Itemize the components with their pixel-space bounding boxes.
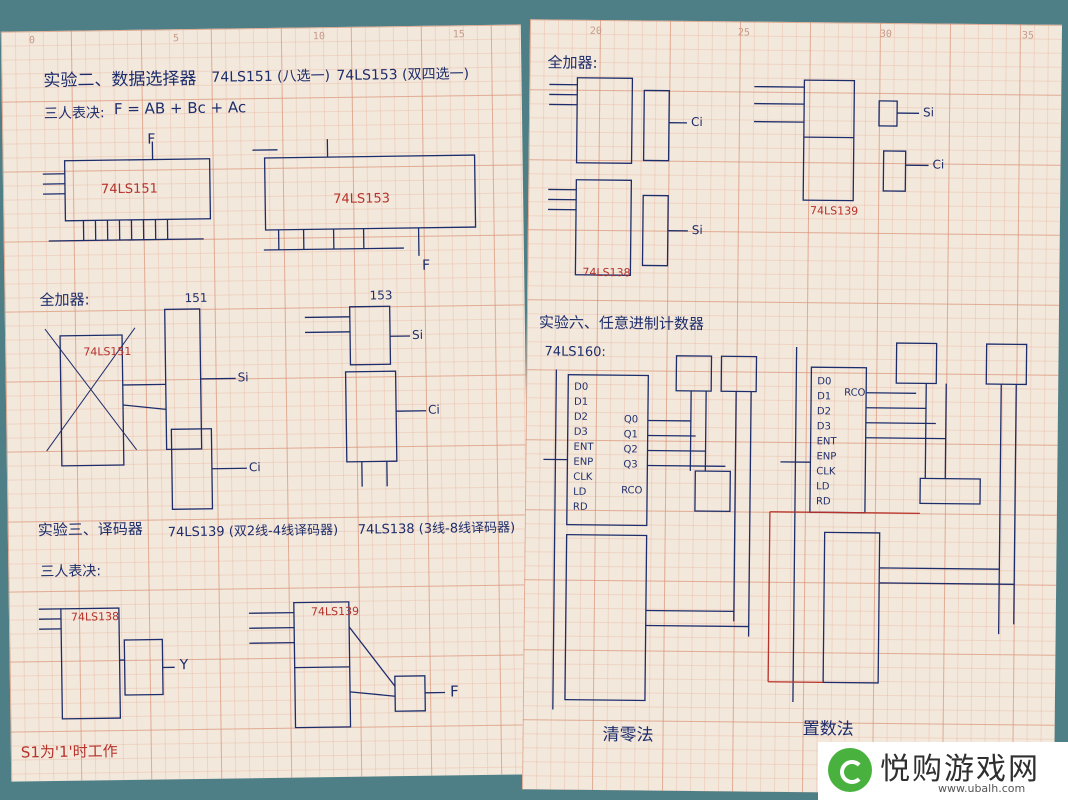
pin-label: D1 — [573, 396, 589, 408]
right-notebook-page: 20 25 30 35 全加器: Ci Si 74LS138 Si Ci 74L… — [521, 19, 1063, 795]
pin-label: D3 — [816, 421, 831, 433]
ruler-mark: 20 — [589, 25, 603, 37]
chip-138-label: 74LS138 — [70, 610, 120, 624]
right-signal-Si-139: Si — [923, 105, 935, 120]
chip-138-box — [60, 607, 122, 720]
right-signal-Si-138: Si — [691, 222, 703, 238]
left-notebook-page: 0 5 10 15 实验二、数据选择器 74LS151 (八选一) 74LS15… — [0, 24, 532, 782]
out-label: Q2 — [623, 444, 638, 456]
vote-formula: F = AB + Bc + Ac — [113, 98, 247, 119]
chip-139-label: 74LS139 — [310, 604, 360, 619]
chip-160-label: 74LS160: — [544, 344, 606, 361]
exp6-title: 实验六、任意进制计数器 — [538, 313, 704, 334]
right-full-adder-label: 全加器: — [547, 53, 598, 72]
right-chip-139-label: 74LS139 — [809, 204, 859, 218]
pin-label: RD — [572, 501, 588, 513]
pin-label: CLK — [816, 466, 836, 478]
pin-label: ENT — [573, 441, 594, 453]
signal-Si-151: Si — [237, 370, 249, 385]
exp2-ic1: 74LS151 (八选一) — [211, 68, 331, 86]
fa-chip-label: 74LS151 — [83, 344, 132, 359]
full-adder-label: 全加器: — [39, 290, 90, 310]
exp2-title: 实验二、数据选择器 — [43, 68, 197, 92]
pin-label: D0 — [817, 376, 832, 388]
chip-151-box — [63, 158, 212, 222]
signal-Y: Y — [179, 657, 189, 674]
signal-F-153: F — [421, 257, 431, 274]
ruler-mark: 30 — [879, 28, 893, 41]
counter-preset-lower — [822, 531, 881, 684]
ruler-mark: 10 — [312, 31, 326, 43]
pin-label: LD — [573, 486, 587, 498]
clear-method-label: 清零法 — [602, 725, 654, 746]
fa-151-box — [59, 334, 125, 467]
rco-label-preset: RCO — [844, 387, 866, 399]
right-signal-Ci-139: Ci — [932, 157, 945, 172]
pin-column-clear: D0 D1 D2 D3 ENT ENP CLK LD RD — [573, 380, 594, 515]
pin-label: RD — [815, 496, 831, 508]
exp3-ic2: 74LS138 (3线-8线译码器) — [357, 520, 516, 538]
chip-153-label: 74LS153 — [333, 191, 391, 208]
ruler-mark: 25 — [737, 27, 751, 39]
watermark-title: 悦购游戏网 — [880, 752, 1040, 787]
label-153: 153 — [369, 288, 393, 303]
pin-label: ENP — [816, 451, 837, 463]
right-chip-138-label: 74LS138 — [582, 265, 631, 280]
pin-column-preset: D0 D1 D2 D3 ENT ENP CLK LD RD — [816, 374, 837, 509]
exp3-title: 实验三、译码器 — [37, 519, 143, 540]
out-label: Q1 — [623, 429, 638, 441]
vote-label: 三人表决: — [43, 105, 105, 123]
signal-F-139: F — [449, 682, 459, 701]
ruler-mark: 5 — [172, 33, 180, 45]
chip-151-label: 74LS151 — [100, 181, 158, 198]
out-column-clear: Q0 Q1 Q2 Q3 — [623, 412, 638, 472]
ruler-mark: 15 — [452, 29, 466, 41]
chip-153-box — [263, 154, 477, 231]
pin-label: D3 — [573, 426, 588, 438]
pin-label: D0 — [574, 381, 589, 393]
pin-label: LD — [816, 481, 830, 493]
watermark-url: www.ubalh.com — [938, 782, 1026, 795]
right-signal-Ci-138: Ci — [690, 114, 703, 130]
out-label: Q3 — [623, 459, 638, 471]
preset-method-label: 置数法 — [802, 719, 854, 740]
label-151: 151 — [184, 290, 208, 306]
rco-label: RCO — [621, 485, 643, 497]
note-s1: S1为'1'时工作 — [20, 742, 118, 762]
counter-160-lower — [564, 533, 648, 702]
pin-label: D1 — [817, 391, 832, 403]
pin-label: D2 — [573, 411, 589, 423]
pin-label: ENT — [816, 436, 837, 448]
vote-label-2: 三人表决: — [40, 563, 102, 581]
out-label: Q0 — [623, 414, 639, 426]
pin-label: ENP — [573, 456, 594, 468]
watermark-logo-icon — [828, 748, 872, 792]
signal-Si-153: Si — [411, 327, 424, 342]
pin-label: D2 — [816, 406, 832, 418]
left-schematics — [38, 139, 477, 729]
chip-139-box — [293, 601, 352, 729]
pin-label: CLK — [573, 471, 593, 483]
watermark-banner: 悦购游戏网 www.ubalh.com — [818, 742, 1068, 800]
ruler-mark: 0 — [28, 35, 36, 47]
exp3-ic1: 74LS139 (双2线-4线译码器) — [167, 523, 339, 541]
exp2-ic2: 74LS153 (双四选一) — [336, 66, 470, 84]
signal-F-top: F — [147, 131, 156, 148]
signal-Ci-153: Ci — [428, 402, 440, 417]
ruler-mark: 35 — [1021, 30, 1035, 42]
right-schematics — [543, 77, 1028, 710]
signal-Ci-151: Ci — [248, 460, 261, 475]
